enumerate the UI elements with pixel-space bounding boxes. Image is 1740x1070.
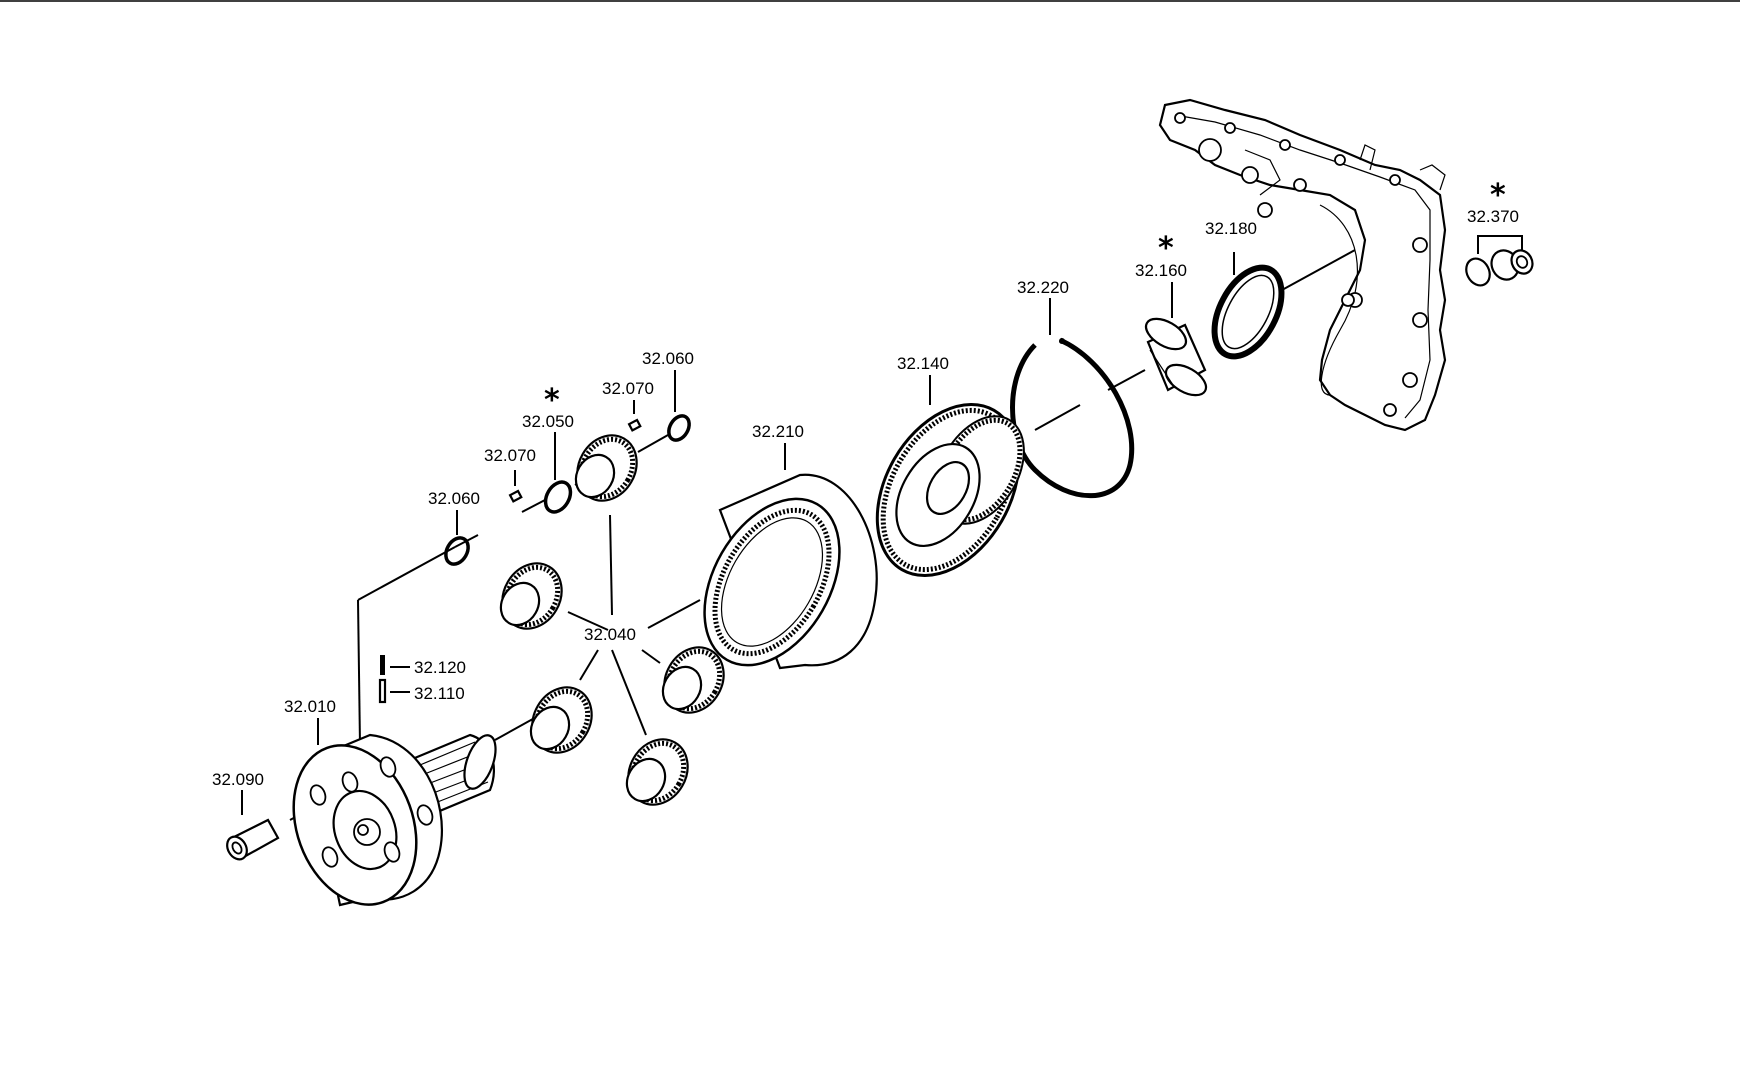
part-32-070-pin-left <box>508 489 523 503</box>
label-32-370: 32.370 <box>1467 207 1519 226</box>
label-32-060-right: 32.060 <box>642 349 694 368</box>
planet-gear-4 <box>529 686 593 754</box>
label-32-110: 32.110 <box>414 684 465 703</box>
housing-cover <box>1158 98 1447 432</box>
label-32-210: 32.210 <box>752 422 804 441</box>
label-32-120: 32.120 <box>414 658 466 677</box>
part-32-210-ring-gear <box>703 473 878 670</box>
planet-gear-5 <box>625 738 689 806</box>
part-32-220-snap-ring <box>1010 337 1135 499</box>
leader-32-370 <box>1477 235 1523 254</box>
part-32-370-plug <box>1465 249 1534 287</box>
marker-32-370: * <box>1490 178 1506 213</box>
part-32-110-pin <box>378 678 387 704</box>
part-32-060-washer-left <box>444 536 470 566</box>
label-32-040: 32.040 <box>584 625 636 644</box>
planet-gear-2 <box>499 562 563 630</box>
leaders-32-040 <box>567 514 661 736</box>
label-32-220: 32.220 <box>1017 278 1069 297</box>
label-32-060-left: 32.060 <box>428 489 480 508</box>
part-32-010-carrier <box>292 733 497 907</box>
planet-gear-1 <box>574 434 638 502</box>
label-32-070-left: 32.070 <box>484 446 536 465</box>
marker-32-160: * <box>1158 231 1174 266</box>
label-32-010: 32.010 <box>284 697 336 716</box>
part-32-090-pin <box>226 818 280 861</box>
marker-32-050: * <box>544 383 560 418</box>
part-32-120-pin <box>380 655 385 675</box>
label-32-180: 32.180 <box>1205 219 1257 238</box>
label-32-090: 32.090 <box>212 770 264 789</box>
label-32-050: 32.050 <box>522 412 574 431</box>
part-32-070-pin-right <box>627 418 642 432</box>
label-32-140: 32.140 <box>897 354 949 373</box>
label-32-070-right: 32.070 <box>602 379 654 398</box>
label-32-160: 32.160 <box>1135 261 1187 280</box>
part-32-180-ring <box>1211 264 1285 360</box>
part-32-060-washer-right <box>667 414 691 442</box>
part-32-140-gear <box>875 403 1025 577</box>
planet-gear-3 <box>661 646 725 714</box>
part-32-160-bushing <box>1144 317 1208 397</box>
part-32-050-washer <box>543 480 573 514</box>
